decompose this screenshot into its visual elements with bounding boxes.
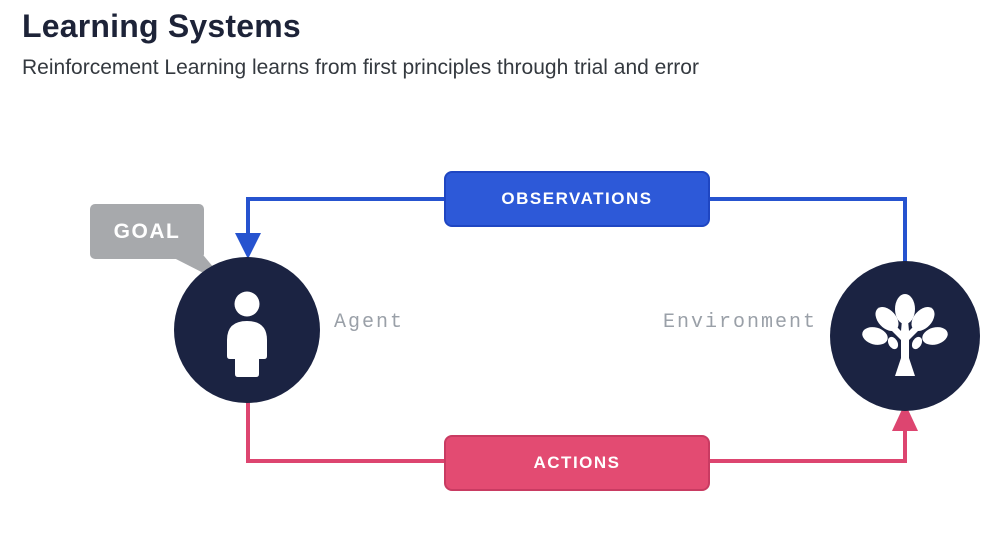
page-subtitle: Reinforcement Learning learns from first…	[22, 56, 699, 79]
observations-box: OBSERVATIONS	[444, 171, 710, 227]
agent-node	[174, 257, 320, 403]
observations-label: OBSERVATIONS	[501, 189, 653, 208]
actions-label: ACTIONS	[533, 453, 621, 472]
actions-arrowhead-icon	[892, 403, 918, 431]
agent-label: Agent	[334, 311, 405, 334]
person-icon	[227, 291, 267, 377]
tree-icon	[862, 294, 948, 376]
page-title: Learning Systems	[22, 8, 301, 44]
actions-box: ACTIONS	[444, 435, 710, 491]
goal-bubble: GOAL	[90, 204, 204, 259]
environment-node	[830, 261, 980, 411]
environment-label: Environment	[663, 311, 818, 334]
goal-label: GOAL	[113, 219, 181, 243]
observations-arrowhead-icon	[235, 233, 261, 259]
